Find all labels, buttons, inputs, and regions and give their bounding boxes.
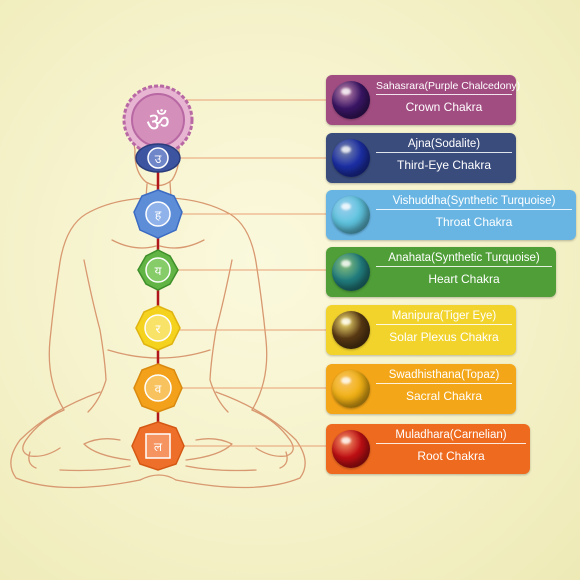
synthetic-turquoise-gem-icon — [332, 253, 370, 291]
heart-chakra-symbol: य — [137, 249, 179, 291]
synthetic-turquoise-gem-icon — [332, 196, 370, 234]
throat-chakra-symbol: ह — [133, 189, 183, 239]
throat-chakra-name: Throat Chakra — [435, 215, 513, 229]
third-eye-chakra-card: Ajna(Sodalite) Third-Eye Chakra — [326, 133, 516, 183]
carnelian-gem-icon — [332, 430, 370, 468]
svg-text:ह: ह — [155, 208, 162, 222]
solar-plexus-stone-label: Manipura(Tiger Eye) — [376, 310, 512, 325]
third-eye-stone-label: Ajna(Sodalite) — [376, 138, 512, 153]
svg-text:उ: उ — [155, 152, 162, 166]
svg-text:ॐ: ॐ — [146, 108, 170, 138]
body-outline — [10, 119, 306, 489]
crown-stone-label: Sahasrara(Purple Chalcedony) — [376, 80, 520, 95]
solar-plexus-chakra-symbol: र — [135, 305, 181, 351]
crown-chakra-symbol: ॐ — [122, 84, 194, 156]
svg-text:र: र — [156, 322, 162, 336]
tiger-eye-gem-icon — [332, 311, 370, 349]
solar-plexus-chakra-card: Manipura(Tiger Eye) Solar Plexus Chakra — [326, 305, 516, 355]
heart-chakra-card: Anahata(Synthetic Turquoise) Heart Chakr… — [326, 247, 556, 297]
crown-chakra-card: Sahasrara(Purple Chalcedony) Crown Chakr… — [326, 75, 520, 125]
third-eye-chakra-name: Third-Eye Chakra — [396, 158, 492, 172]
topaz-gem-icon — [332, 370, 370, 408]
third-eye-chakra-symbol: उ — [135, 143, 181, 173]
heart-chakra-name: Heart Chakra — [428, 272, 500, 286]
sacral-chakra-name: Sacral Chakra — [405, 389, 483, 403]
sacral-chakra-card: Swadhisthana(Topaz) Sacral Chakra — [326, 364, 516, 414]
connector-lines — [178, 99, 326, 447]
svg-text:व: व — [155, 382, 162, 396]
throat-chakra-card: Vishuddha(Synthetic Turquoise) Throat Ch… — [326, 190, 576, 240]
heart-stone-label: Anahata(Synthetic Turquoise) — [376, 252, 552, 267]
sacral-stone-label: Swadhisthana(Topaz) — [376, 369, 512, 384]
purple-chalcedony-gem-icon — [332, 81, 370, 119]
sodalite-gem-icon — [332, 139, 370, 177]
solar-plexus-chakra-name: Solar Plexus Chakra — [389, 330, 499, 344]
root-chakra-symbol: ल — [131, 421, 185, 471]
sacral-chakra-symbol: व — [133, 363, 183, 413]
root-stone-label: Muladhara(Carnelian) — [376, 429, 526, 444]
root-chakra-card: Muladhara(Carnelian) Root Chakra — [326, 424, 530, 474]
crown-chakra-name: Crown Chakra — [405, 100, 483, 114]
root-chakra-name: Root Chakra — [417, 449, 485, 463]
svg-text:ल: ल — [154, 440, 163, 454]
throat-stone-label: Vishuddha(Synthetic Turquoise) — [376, 195, 572, 210]
svg-text:य: य — [155, 264, 163, 278]
